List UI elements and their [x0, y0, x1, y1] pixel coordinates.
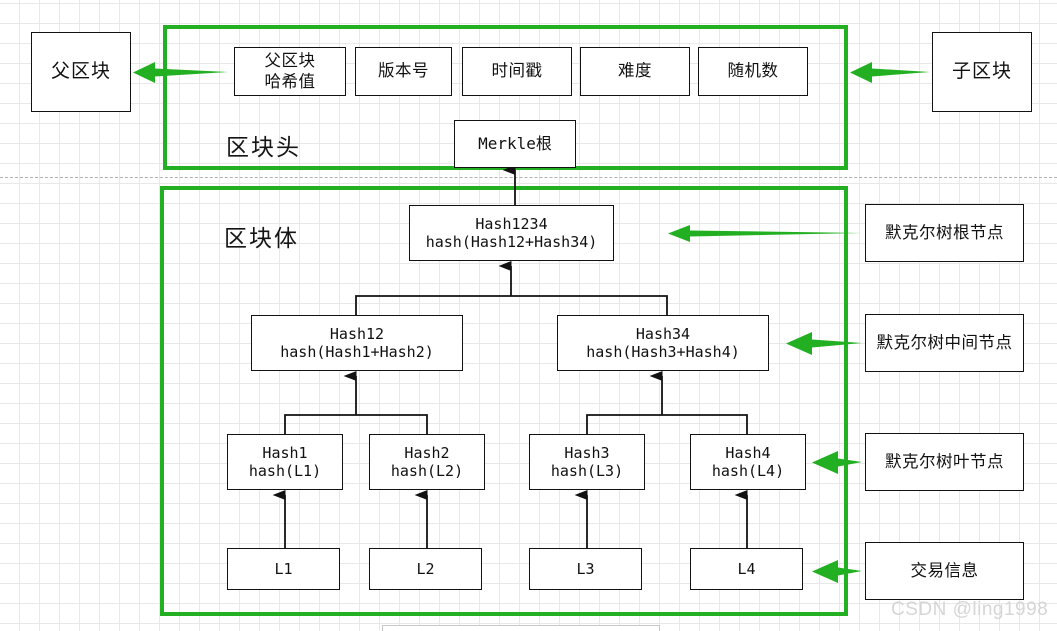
annotation-box-merkle-intermediate[interactable]: 默克尔树中间节点 [865, 314, 1024, 372]
annotation-box-merkle-intermediate-label: 默克尔树中间节点 [876, 332, 1013, 352]
transaction-box-l2-label: L2 [416, 559, 435, 578]
callout-arrow-from-child-block [850, 62, 930, 83]
annotation-box-merkle-leaf[interactable]: 默克尔树叶节点 [865, 433, 1024, 491]
header-field-timestamp[interactable]: 时间戳 [462, 47, 572, 96]
header-field-prev-hash[interactable]: 父区块 哈希值 [234, 47, 346, 96]
merkle-node-hash34-line2: hash(Hash3+Hash4) [586, 343, 740, 361]
merkle-node-hash12[interactable]: Hash12 hash(Hash1+Hash2) [251, 315, 463, 371]
merkle-node-hash34[interactable]: Hash34 hash(Hash3+Hash4) [557, 315, 769, 371]
block-body-label: 区块体 [224, 226, 299, 252]
merkle-node-hash1234[interactable]: Hash1234 hash(Hash12+Hash34) [409, 205, 614, 261]
transaction-box-l3-label: L3 [576, 559, 595, 578]
annotation-box-transaction-info-label: 交易信息 [910, 560, 979, 580]
transaction-box-l1[interactable]: L1 [227, 548, 340, 590]
merkle-leaf-hash3[interactable]: Hash3 hash(L3) [529, 434, 645, 490]
merkle-node-hash12-line2: hash(Hash1+Hash2) [280, 343, 434, 361]
transaction-box-l4-label: L4 [737, 559, 756, 578]
child-block-box[interactable]: 子区块 [932, 32, 1032, 112]
merkle-leaf-hash1[interactable]: Hash1 hash(L1) [227, 434, 343, 490]
merkle-root-field-label: Merkle根 [478, 134, 552, 154]
parent-block-box[interactable]: 父区块 [31, 32, 131, 112]
block-body-group [160, 186, 848, 616]
merkle-node-hash12-line1: Hash12 [329, 324, 385, 343]
cutoff-bottom-box [382, 625, 660, 631]
header-field-version-label: 版本号 [378, 61, 429, 81]
header-field-nonce-label: 随机数 [727, 61, 779, 81]
merkle-leaf-hash4[interactable]: Hash4 hash(L4) [690, 434, 806, 490]
child-block-label: 子区块 [951, 60, 1012, 83]
page-separator-line [0, 177, 1057, 178]
block-header-label: 区块头 [226, 135, 301, 161]
csdn-watermark: CSDN @ling1998 [891, 599, 1049, 620]
merkle-leaf-hash3-line2: hash(L3) [550, 462, 624, 480]
merkle-leaf-hash1-line2: hash(L1) [248, 462, 322, 480]
transaction-box-l3[interactable]: L3 [529, 548, 642, 590]
annotation-box-merkle-root-label: 默克尔树根节点 [885, 222, 1004, 242]
merkle-node-hash1234-line2: hash(Hash12+Hash34) [425, 233, 598, 251]
merkle-leaf-hash4-line1: Hash4 [725, 443, 771, 462]
header-field-timestamp-label: 时间戳 [491, 61, 543, 81]
merkle-leaf-hash4-line2: hash(L4) [711, 462, 785, 480]
merkle-leaf-hash2[interactable]: Hash2 hash(L2) [369, 434, 485, 490]
merkle-root-field-box[interactable]: Merkle根 [454, 120, 576, 168]
parent-block-label: 父区块 [50, 60, 111, 83]
annotation-box-merkle-leaf-label: 默克尔树叶节点 [885, 451, 1004, 471]
transaction-box-l1-label: L1 [274, 559, 293, 578]
header-field-difficulty[interactable]: 难度 [580, 47, 690, 96]
header-field-nonce[interactable]: 随机数 [698, 47, 808, 96]
transaction-box-l2[interactable]: L2 [369, 548, 482, 590]
header-field-prev-hash-line2: 哈希值 [264, 71, 316, 91]
header-field-difficulty-label: 难度 [618, 61, 652, 81]
merkle-leaf-hash3-line1: Hash3 [564, 443, 610, 462]
merkle-node-hash1234-line1: Hash1234 [475, 214, 548, 233]
merkle-node-hash34-line1: Hash34 [635, 324, 691, 343]
merkle-leaf-hash2-line2: hash(L2) [390, 462, 464, 480]
annotation-box-merkle-root[interactable]: 默克尔树根节点 [865, 204, 1024, 262]
header-field-version[interactable]: 版本号 [355, 47, 452, 96]
merkle-leaf-hash2-line1: Hash2 [404, 443, 450, 462]
merkle-leaf-hash1-line1: Hash1 [262, 443, 308, 462]
annotation-box-transaction-info[interactable]: 交易信息 [865, 542, 1024, 600]
transaction-box-l4[interactable]: L4 [690, 548, 803, 590]
header-field-prev-hash-line1: 父区块 [264, 51, 316, 71]
